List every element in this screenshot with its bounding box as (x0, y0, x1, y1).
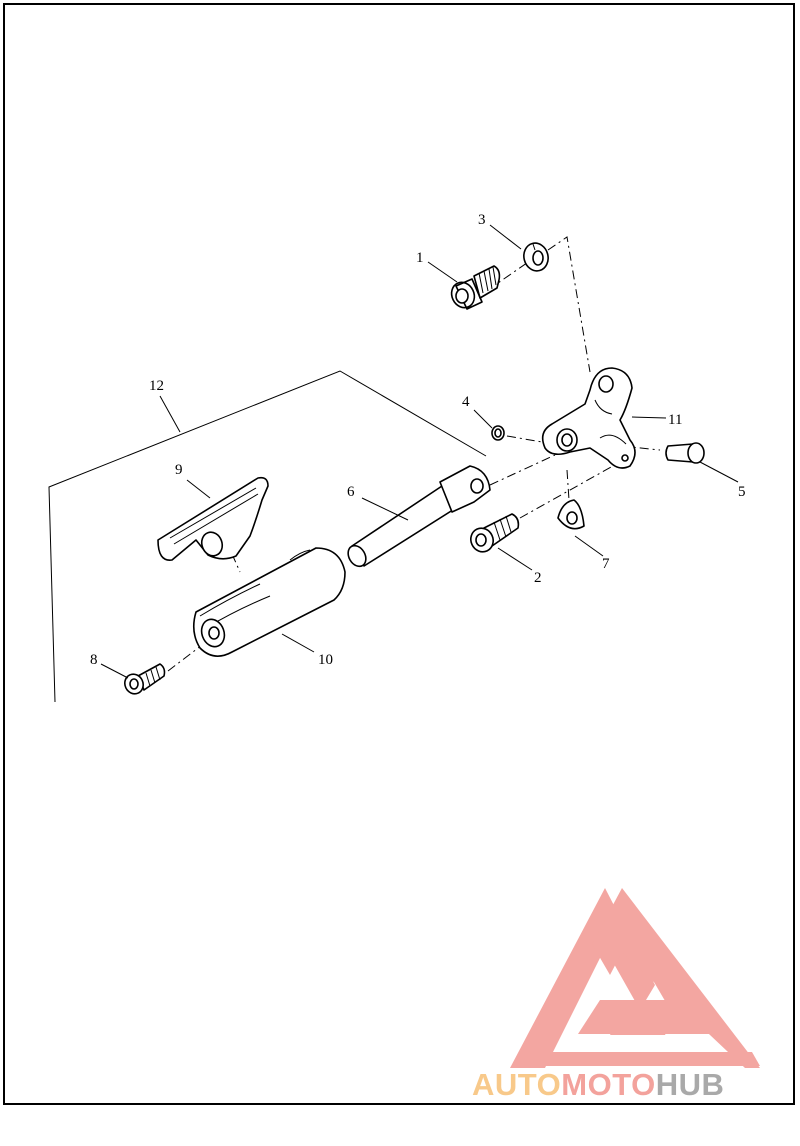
part-2-cap-screw (470, 513, 520, 553)
callout-labels: 1 3 4 11 5 6 2 7 8 9 10 12 (90, 212, 746, 668)
callout-6: 6 (347, 484, 355, 500)
callout-1: 1 (416, 250, 424, 266)
diagram-frame (3, 3, 795, 1105)
assembly-outline-12 (48, 370, 487, 703)
watermark-auto: AUTO (472, 1067, 561, 1102)
callout-12: 12 (149, 378, 164, 394)
leader-lines (100, 224, 739, 679)
callout-4: 4 (462, 394, 470, 410)
svg-text:AUTOMOTOHUB: AUTOMOTOHUB (472, 1067, 724, 1102)
watermark-logo (510, 888, 760, 1068)
callout-7: 7 (602, 556, 610, 572)
callout-10: 10 (318, 652, 333, 668)
part-4-o-ring (491, 425, 505, 441)
callout-2: 2 (534, 570, 542, 586)
part-5-clevis-pin (665, 442, 705, 464)
part-8-cap-screw (124, 663, 166, 695)
part-1-cap-screw (450, 265, 501, 310)
part-6-shaft (347, 465, 491, 568)
callout-11: 11 (668, 412, 682, 428)
callout-3: 3 (478, 212, 486, 228)
part-3-lock-washer (523, 242, 549, 272)
part-11-mounting-bracket (541, 367, 636, 469)
watermark-moto: MOTO (561, 1067, 655, 1102)
part-7-tab-washer (557, 499, 585, 530)
watermark-text: AUTOMOTOHUB (472, 1067, 724, 1102)
watermark-hub: HUB (656, 1067, 725, 1102)
callout-9: 9 (175, 462, 183, 478)
part-10-footpeg-body (192, 547, 346, 657)
part-9-pad (157, 476, 269, 561)
callout-8: 8 (90, 652, 98, 668)
callout-5: 5 (738, 484, 746, 500)
